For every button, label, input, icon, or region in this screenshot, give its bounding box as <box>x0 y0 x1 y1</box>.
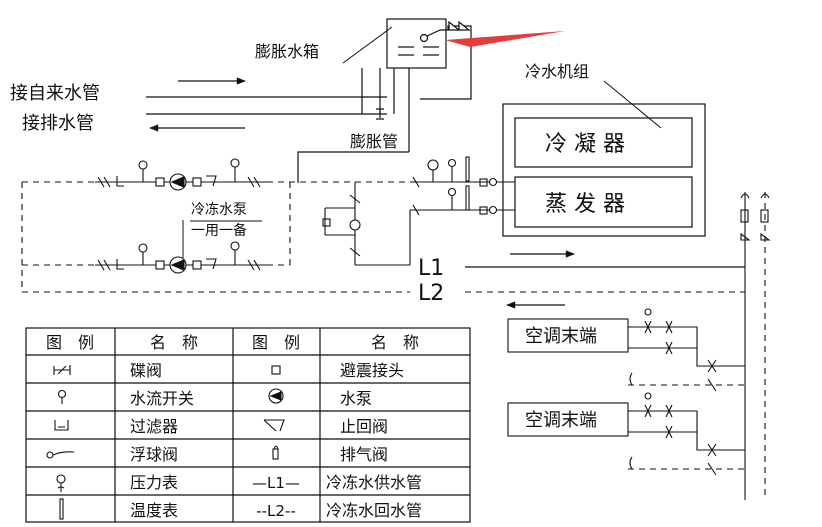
flow-switch-icon <box>57 389 67 404</box>
legend-header-symbol-left: 图 例 <box>46 333 94 352</box>
legend-name-strainer: 过滤器 <box>130 417 178 436</box>
supply-line-label: L1 <box>418 256 444 281</box>
expansion-pipe <box>297 151 409 183</box>
legend-name-flow-switch: 水流开关 <box>130 389 194 408</box>
tap-water-label: 接自来水管 <box>10 83 100 104</box>
vibration-joint-icon <box>271 365 281 375</box>
risers <box>740 192 771 500</box>
drain-pipe-label: 接排水管 <box>22 113 94 134</box>
legend-symbol-l1: —L1— <box>252 474 300 492</box>
pump-label-2: 一用一备 <box>191 222 247 239</box>
strainer-icon <box>54 420 69 431</box>
ac-terminal-1 <box>507 308 745 392</box>
pointer-arrow <box>445 31 565 47</box>
legend-name-supply-pipe: 冷冻水供水管 <box>326 473 422 492</box>
chiller-unit-label: 冷水机组 <box>525 62 589 81</box>
legend-name-check-valve: 止回阀 <box>340 417 388 436</box>
return-line-label: L2 <box>418 281 444 306</box>
evaporator-label: 蒸 发 器 <box>545 192 625 217</box>
legend-name-float-valve: 浮球阀 <box>130 445 178 464</box>
expansion-tank <box>386 18 472 100</box>
legend-symbol-l2: --L2-- <box>256 502 296 520</box>
legend-table <box>25 327 471 523</box>
thermometer-icon <box>59 498 64 520</box>
condenser-label: 冷 凝 器 <box>545 132 625 157</box>
legend-header-symbol-right: 图 例 <box>252 333 300 352</box>
air-vent-icon <box>272 445 279 460</box>
legend-name-pressure-gauge: 压力表 <box>130 473 178 492</box>
check-valve-icon <box>263 419 285 432</box>
expansion-tank-label: 膨胀水箱 <box>255 42 319 61</box>
legend-name-butterfly-valve: 碟阀 <box>130 361 162 380</box>
float-valve-icon <box>46 451 75 459</box>
supply-drain-pipes <box>146 68 410 152</box>
legend-name-vibration-joint: 避震接头 <box>340 361 404 380</box>
pump-row-lower <box>97 241 261 274</box>
pump-label-1: 冷冻水泵 <box>191 201 247 218</box>
pump-row-upper <box>97 158 261 191</box>
expansion-pipe-label: 膨胀管 <box>350 132 398 151</box>
chiller-connections <box>322 156 515 266</box>
legend-header-name-right: 名 称 <box>371 333 419 352</box>
legend-name-air-vent: 排气阀 <box>340 445 388 464</box>
pump-loop-pipes <box>21 181 745 293</box>
legend-name-pump: 水泵 <box>340 389 372 408</box>
pressure-gauge-icon <box>56 474 66 492</box>
legend-name-thermometer: 温度表 <box>130 501 178 520</box>
ac-terminal-2 <box>507 392 745 476</box>
legend-header-name-left: 名 称 <box>150 333 198 352</box>
ac-terminal-2-label: 空调末端 <box>525 410 597 431</box>
ac-terminal-1-label: 空调末端 <box>525 326 597 347</box>
pump-icon <box>268 388 284 404</box>
legend-name-return-pipe: 冷冻水回水管 <box>326 501 422 520</box>
butterfly-valve-icon <box>53 365 71 375</box>
chiller-unit <box>502 80 706 237</box>
